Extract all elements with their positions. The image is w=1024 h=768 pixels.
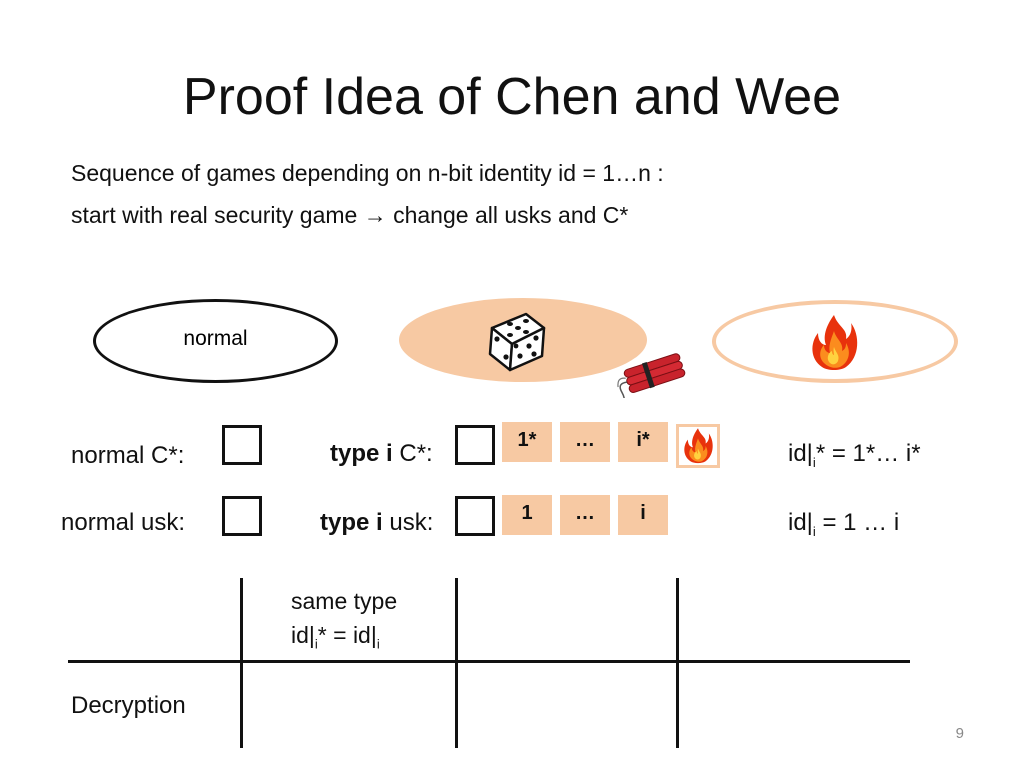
slide-title: Proof Idea of Chen and Wee (182, 68, 842, 126)
usk-prefix-pre: id| (788, 509, 813, 536)
usk-box-i: i (618, 495, 668, 535)
fire-icon (812, 315, 858, 370)
header-sub-2: i (376, 636, 380, 652)
normal-usk-label: normal usk: (61, 509, 186, 536)
table-header-line-2: id|i* = id|i (291, 622, 380, 652)
usk-prefix-post: = 1 … i (815, 509, 900, 536)
table-vline-1 (240, 578, 243, 748)
dynamite-icon (617, 353, 686, 398)
type-i-ct-label: type i C*: (330, 440, 433, 468)
table-row-label-decryption: Decryption (71, 692, 186, 719)
type-i-ct-word: type i (330, 440, 393, 467)
fire-icon (684, 428, 713, 464)
intro-line-2: start with real security game → change a… (71, 202, 629, 228)
table-vline-2 (455, 578, 458, 748)
ct-prefix-post: * = 1*… i* (815, 440, 921, 467)
type-i-ct-square (455, 425, 495, 465)
usk-box-1: 1 (502, 495, 552, 535)
normal-state-ellipse (93, 299, 338, 383)
normal-state-label: normal (183, 327, 248, 350)
ct-box-1: 1* (502, 422, 552, 462)
header-id-a: id| (291, 622, 315, 648)
ct-fire-box (676, 424, 720, 468)
dice-icon (488, 312, 546, 372)
usk-prefix-sub: i (812, 523, 816, 539)
header-id-b: * = id| (317, 622, 377, 648)
ct-box-ellipsis: … (560, 422, 610, 462)
ct-prefix-pre: id| (788, 440, 813, 467)
normal-ct-label: normal C*: (71, 442, 185, 469)
type-i-usk-suffix: usk: (382, 509, 434, 536)
ct-prefix-formula: id|i* = 1*… i* (788, 440, 921, 470)
page-number: 9 (955, 725, 964, 742)
table-header-line-1: same type (291, 588, 398, 614)
type-i-usk-square (455, 496, 495, 536)
table-vline-3 (676, 578, 679, 748)
usk-box-ellipsis: … (560, 495, 610, 535)
ct-box-i: i* (618, 422, 668, 462)
type-i-usk-label: type i usk: (320, 509, 433, 537)
intro-line-1: Sequence of games depending on n-bit ide… (71, 160, 664, 186)
normal-usk-square (222, 496, 262, 536)
header-sub-1: i (314, 636, 318, 652)
ct-prefix-sub: i (812, 454, 816, 470)
table-hline (68, 660, 910, 663)
normal-ct-square (222, 425, 262, 465)
type-i-usk-word: type i (320, 509, 383, 536)
type-i-ct-suffix: C*: (392, 440, 433, 467)
usk-prefix-formula: id|i = 1 … i (788, 509, 899, 539)
